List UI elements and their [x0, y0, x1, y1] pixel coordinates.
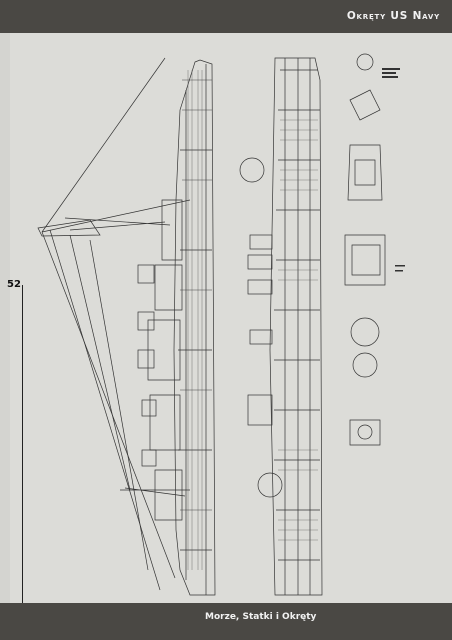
magazine-section-title: Okręty US Navy	[346, 10, 440, 22]
page-number: 52	[7, 279, 21, 290]
ship-section-view	[239, 57, 323, 596]
page-edge-strip	[0, 33, 10, 640]
ship-profile-view	[37, 57, 216, 596]
page-side-rule	[22, 285, 23, 615]
magazine-title: Morze, Statki i Okręty	[205, 612, 317, 622]
header-bar	[0, 0, 452, 33]
footer-bar	[22, 603, 452, 640]
ship-blueprint-drawing	[37, 53, 405, 596]
footer-corner-block	[0, 603, 22, 640]
detail-drawings	[344, 53, 386, 446]
